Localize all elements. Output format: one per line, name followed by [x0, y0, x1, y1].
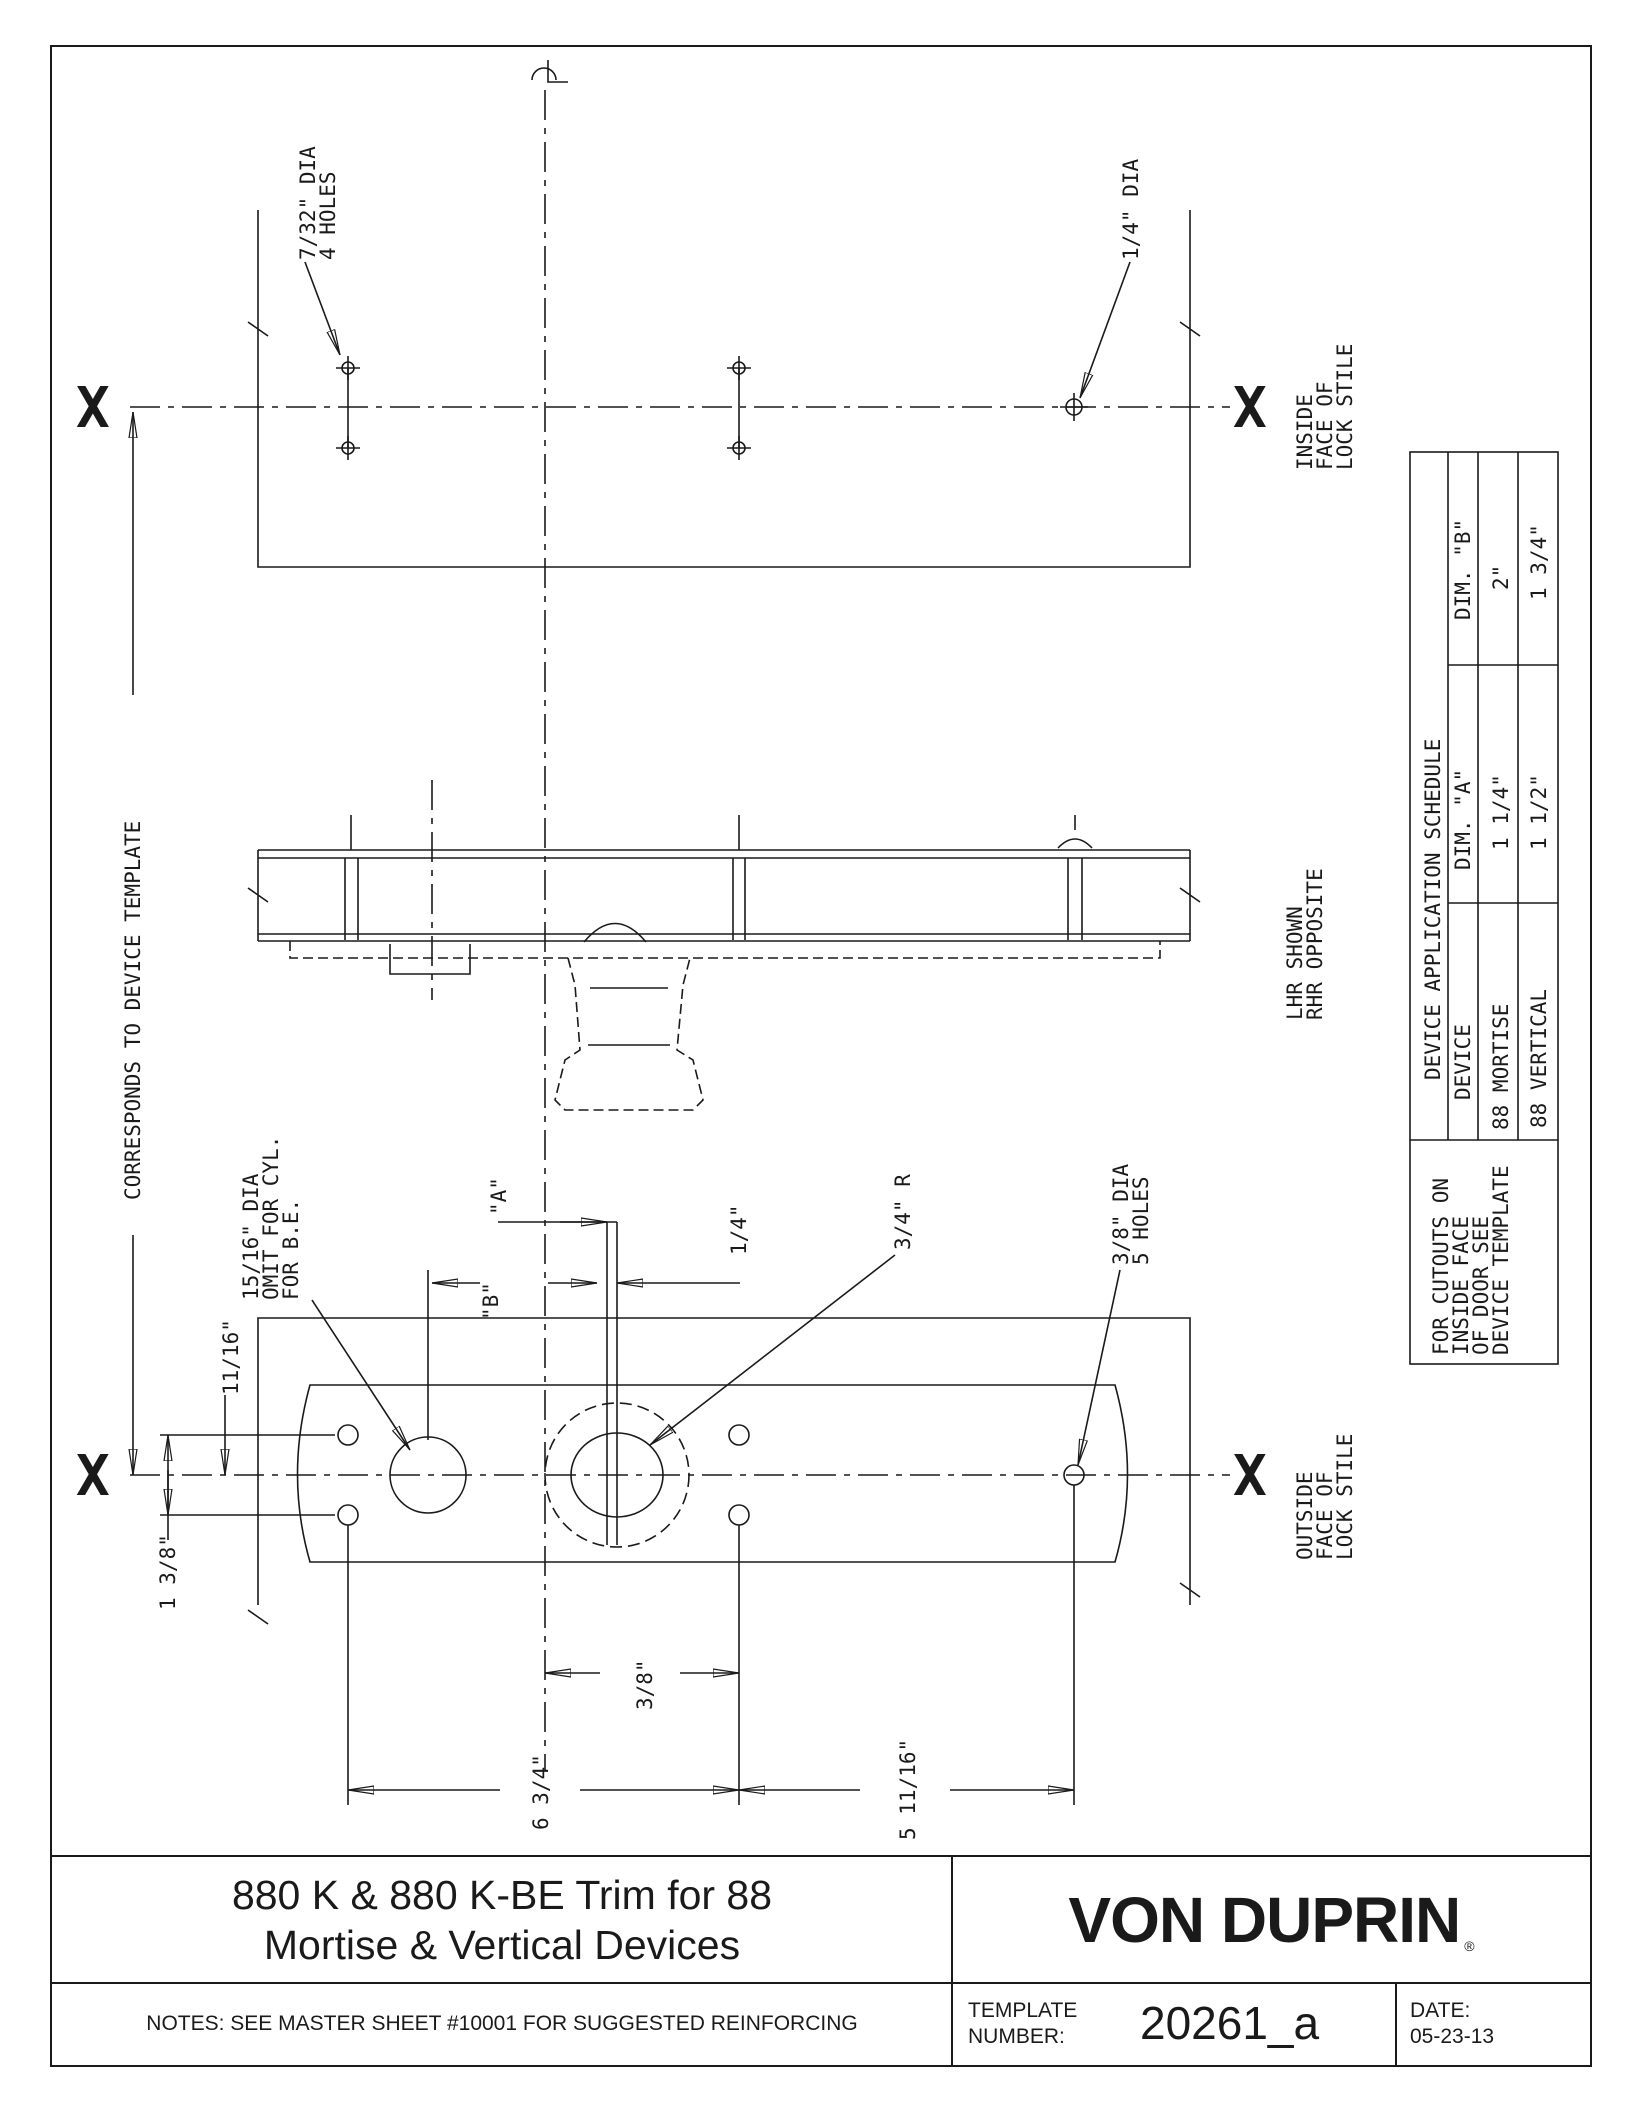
hole-1-4 — [1060, 393, 1088, 421]
schedule-cell: 88 MORTISE — [1489, 1004, 1513, 1130]
label-face-of: FACE OF — [1313, 1471, 1337, 1560]
hole-7-32 — [336, 436, 360, 460]
label-lock-stile: LOCK STILE — [1333, 344, 1357, 470]
label-omit-for-cyl: OMIT FOR CYL. — [259, 1136, 283, 1300]
date-value: 05-23-13 — [1410, 2025, 1495, 2048]
label-5-11-16: 5 11/16" — [896, 1739, 920, 1840]
schedule-header-dim-a: DIM. "A" — [1451, 769, 1475, 870]
title-line-1: 880 K & 880 K-BE Trim for 88 — [231, 1872, 773, 1918]
label-face-of: FACE OF — [1313, 381, 1337, 470]
cross-mark: X — [1233, 1444, 1267, 1509]
schedule-cell: 1 3/4" — [1527, 524, 1551, 600]
inside-door-edge — [257, 210, 1191, 568]
label-1-3-8: 1 3/8" — [156, 1534, 180, 1610]
break-mark — [247, 321, 1201, 337]
schedule-title: DEVICE APPLICATION SCHEDULE — [1421, 739, 1445, 1080]
radius-3-4-circle — [544, 1402, 690, 1548]
break-mark — [247, 1582, 1201, 1625]
label-15-16-dia: 15/16" DIA — [239, 1173, 263, 1300]
cross-mark: X — [76, 1444, 110, 1509]
label-7-32-dia: 7/32" DIA — [296, 146, 320, 260]
template-label-line-1: TEMPLATE — [968, 1999, 1078, 2022]
schedule-note: FOR CUTOUTS ON — [1429, 1178, 1453, 1355]
escutcheon-plate — [296, 1384, 1129, 1563]
title-line-2: Mortise & Vertical Devices — [263, 1922, 741, 1968]
brand-name: VON DUPRIN — [1068, 1884, 1461, 1956]
template-number-label: TEMPLATE NUMBER: — [968, 1998, 1077, 2050]
hole-7-32 — [727, 356, 751, 380]
outside-door-edge — [257, 1317, 1191, 1605]
schedule-header-device: DEVICE — [1451, 1024, 1475, 1100]
label-4-holes: 4 HOLES — [316, 171, 340, 260]
hole-3-8 — [728, 1504, 750, 1526]
label-6-3-4: 6 3/4" — [529, 1754, 553, 1830]
leader-7-32 — [304, 261, 341, 355]
sheet-border — [50, 45, 1592, 2067]
cross-mark: X — [1233, 376, 1267, 441]
label-outside: OUTSIDE — [1293, 1471, 1317, 1560]
schedule-note: INSIDE FACE — [1449, 1216, 1473, 1355]
label-inside: INSIDE — [1293, 394, 1317, 470]
label-1-4-dia: 1/4" DIA — [1119, 158, 1143, 260]
template-label-line-2: NUMBER: — [968, 2025, 1065, 2048]
date-block: DATE: 05-23-13 — [1410, 1998, 1494, 2050]
label-dim-b: "B" — [479, 1282, 503, 1320]
label-1-4: 1/4" — [727, 1204, 751, 1255]
label-rhr-opposite: RHR OPPOSITE — [1303, 868, 1327, 1020]
schedule-note: OF DOOR SEE — [1469, 1216, 1493, 1355]
leader-1-4 — [1079, 261, 1131, 398]
schedule-cell: 2" — [1489, 565, 1513, 590]
hole-3-8 — [337, 1424, 359, 1446]
schedule-note: DEVICE TEMPLATE — [1489, 1165, 1513, 1355]
schedule-table — [1409, 451, 1559, 1365]
label-for-be: FOR B.E. — [279, 1199, 303, 1300]
hole-3-8 — [337, 1504, 359, 1526]
cross-mark: X — [76, 376, 110, 441]
label-lhr-shown: LHR SHOWN — [1283, 906, 1307, 1020]
centerline-symbol — [531, 60, 568, 83]
leader-15-16 — [311, 1299, 411, 1451]
label-3-4-r: 3/4" R — [891, 1174, 915, 1250]
label-corresponds: CORRESPONDS TO DEVICE TEMPLATE — [121, 821, 145, 1200]
hole-3-8 — [728, 1424, 750, 1446]
registered-mark: ® — [1464, 1938, 1474, 1954]
template-title: 880 K & 880 K-BE Trim for 88 Mortise & V… — [52, 1858, 952, 1982]
label-3-8: 3/8" — [633, 1659, 657, 1710]
schedule-cell: 1 1/4" — [1489, 774, 1513, 850]
leader-3-4-r — [649, 1254, 896, 1446]
hole-7-32 — [727, 436, 751, 460]
notes-text: NOTES: SEE MASTER SHEET #10001 FOR SUGGE… — [146, 2012, 858, 2035]
template-number: 20261_a — [1140, 1997, 1320, 2049]
brand-logo: VON DUPRIN® — [952, 1858, 1590, 1982]
schedule-cell: 88 VERTICAL — [1527, 989, 1551, 1128]
leader-3-8 — [1077, 1269, 1121, 1465]
schedule-cell: 1 1/2" — [1527, 774, 1551, 850]
label-5-holes: 5 HOLES — [1129, 1176, 1153, 1265]
schedule-header-dim-b: DIM. "B" — [1451, 519, 1475, 620]
label-lock-stile: LOCK STILE — [1333, 1434, 1357, 1560]
hole-7-32 — [336, 356, 360, 380]
label-3-8-dia: 3/8" DIA — [1109, 1163, 1133, 1265]
label-11-16: 11/16" — [219, 1319, 243, 1395]
label-dim-a: "A" — [487, 1177, 511, 1215]
date-label: DATE: — [1410, 1999, 1471, 2022]
device-side-view — [247, 780, 1201, 1111]
